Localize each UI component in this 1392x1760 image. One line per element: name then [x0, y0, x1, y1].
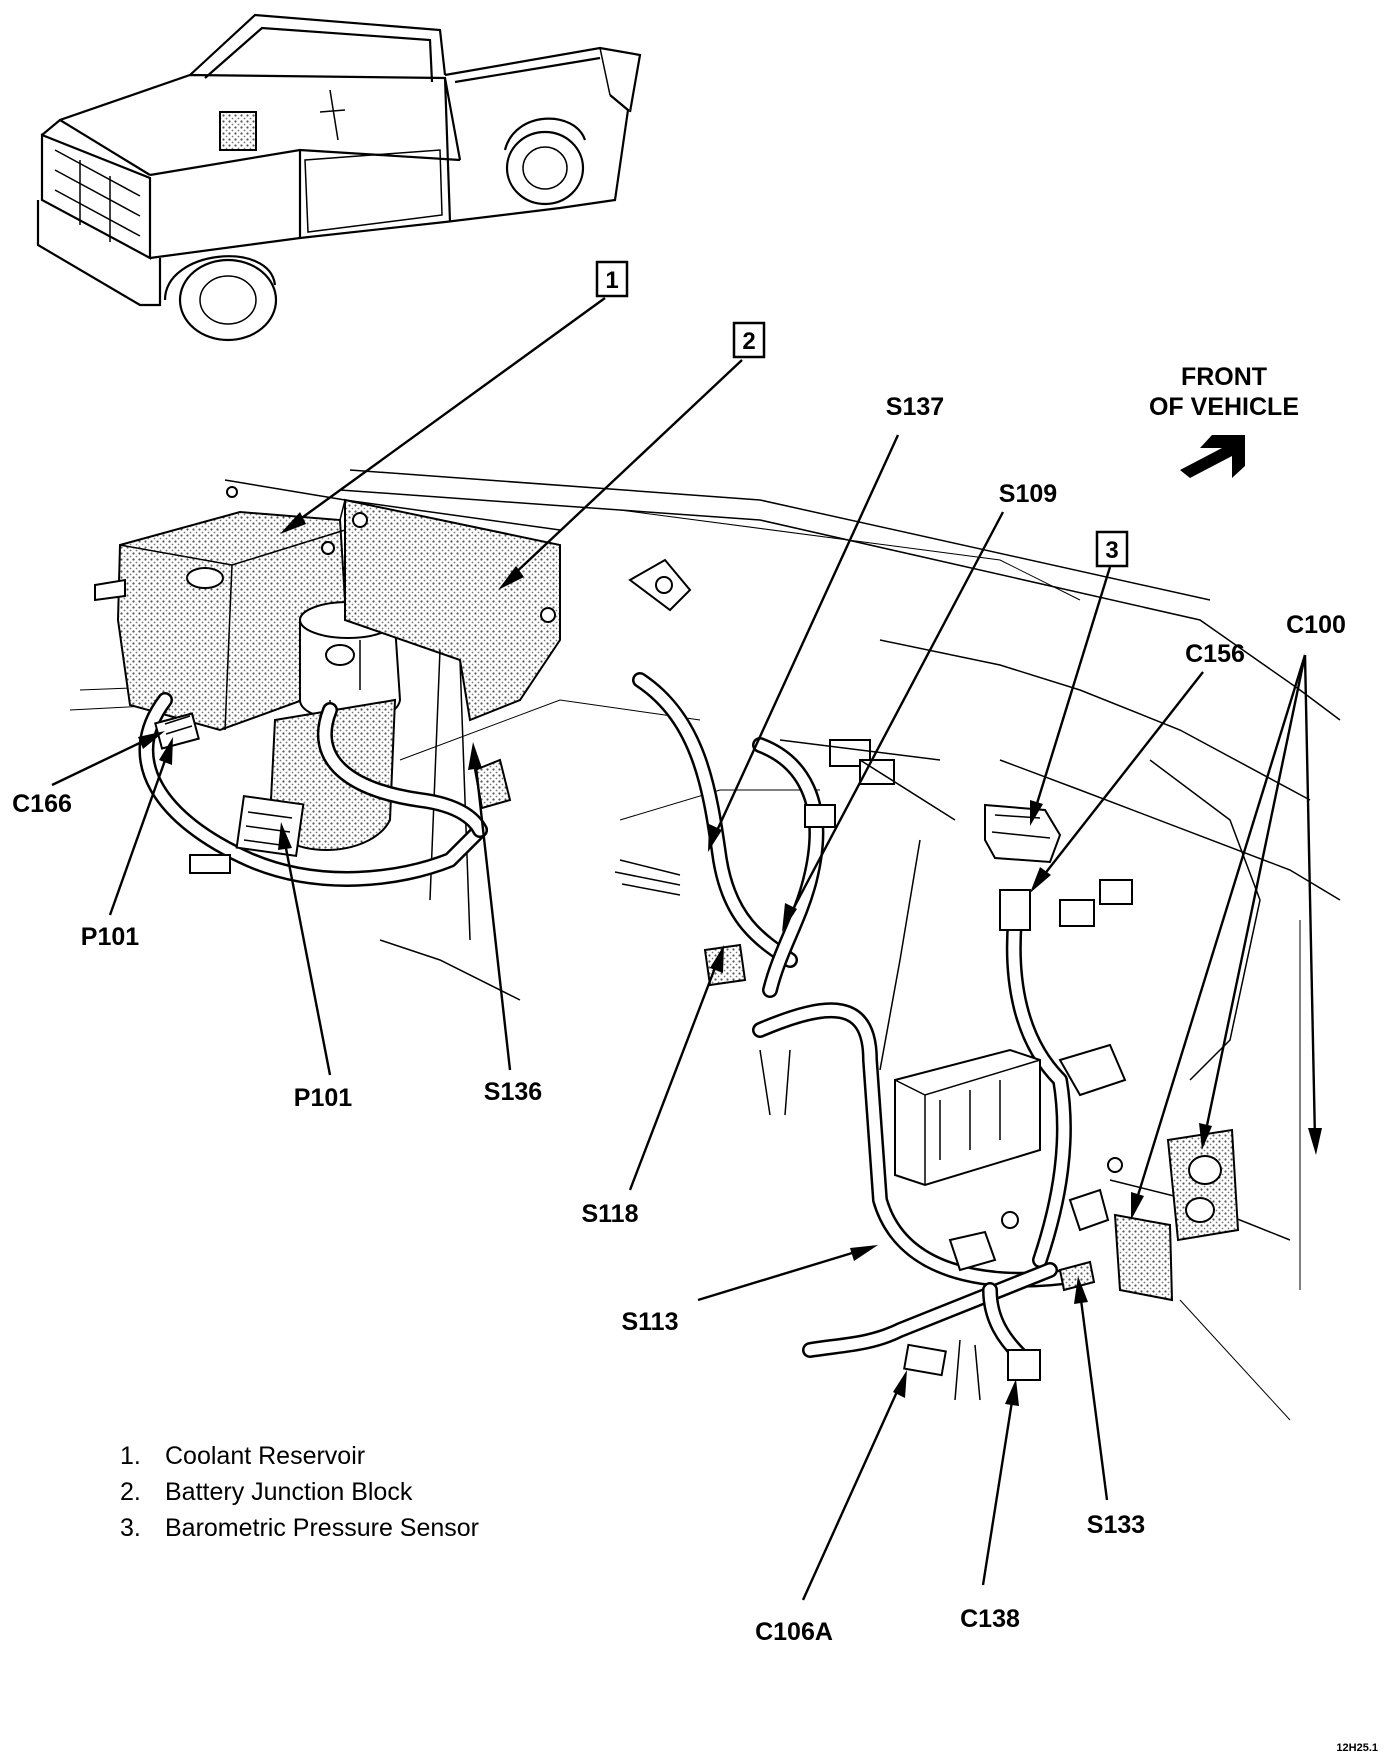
label-s113: S113	[621, 1308, 678, 1336]
legend-text: Barometric Pressure Sensor	[165, 1514, 480, 1542]
barometric-pressure-sensor	[984, 803, 1062, 864]
component-legend: 1. Coolant Reservoir 2. Battery Junction…	[120, 1438, 479, 1546]
label-s118: S118	[581, 1200, 638, 1228]
engine-compartment-outline	[69, 469, 1341, 1421]
front-label-line2: OF VEHICLE	[1149, 393, 1299, 421]
label-c100: C100	[1286, 611, 1346, 639]
label-p101-left: P101	[81, 923, 139, 951]
label-c166: C166	[12, 790, 72, 818]
legend-text: Coolant Reservoir	[165, 1442, 366, 1470]
legend-item-coolant-reservoir: 1. Coolant Reservoir	[120, 1438, 479, 1474]
wiring-harness	[138, 672, 1088, 1401]
callout-number-3: 3	[1105, 537, 1118, 564]
figure-id: 12H25.1	[1336, 1742, 1378, 1754]
legend-item-battery-junction-block: 2. Battery Junction Block	[120, 1474, 479, 1510]
callout-box-3: 3	[1095, 530, 1129, 568]
label-c138: C138	[960, 1605, 1020, 1633]
label-s109: S109	[999, 480, 1057, 508]
legend-number: 3.	[120, 1514, 141, 1542]
connector-group-center	[779, 739, 956, 828]
callout-box-2: 2	[732, 321, 766, 359]
connector-c100	[1113, 1128, 1240, 1302]
connector-c106a	[903, 1343, 947, 1377]
callout-box-1: 1	[595, 260, 629, 298]
pickup-truck-illustration	[36, 13, 642, 342]
coolant-reservoir	[94, 479, 347, 732]
legend-item-barometric-pressure-sensor: 3. Barometric Pressure Sensor	[120, 1510, 479, 1546]
misc-brackets	[473, 758, 1123, 1292]
legend-number: 1.	[120, 1442, 141, 1470]
label-c106a: C106A	[755, 1618, 833, 1646]
callout-number-1: 1	[605, 267, 618, 294]
label-s136: S136	[484, 1078, 542, 1106]
leader-lines	[51, 297, 1322, 1601]
front-direction-arrow-icon	[1180, 435, 1245, 478]
connector-c138	[1007, 1349, 1041, 1381]
front-label-line1: FRONT	[1181, 363, 1267, 391]
front-of-vehicle-indicator: FRONT OF VEHICLE	[1149, 363, 1299, 478]
label-p101-center: P101	[294, 1084, 352, 1112]
label-s137: S137	[886, 393, 944, 421]
connector-c156	[999, 879, 1133, 931]
control-module	[894, 1043, 1127, 1187]
legend-text: Battery Junction Block	[165, 1478, 413, 1506]
callout-number-2: 2	[742, 328, 755, 355]
label-s133: S133	[1087, 1511, 1145, 1539]
legend-number: 2.	[120, 1478, 141, 1506]
component-labels: S137 S109 C100 C156 C166 P101 P101 S136 …	[12, 393, 1346, 1646]
label-c156: C156	[1185, 640, 1245, 668]
